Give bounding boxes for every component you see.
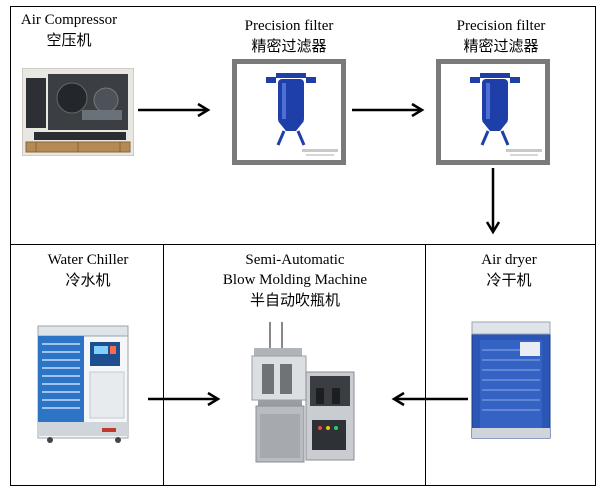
blow-molding-machine-icon xyxy=(251,322,355,463)
air-dryer-icon xyxy=(471,321,551,439)
column-divider-right xyxy=(425,244,426,486)
arrow-chiller-to-machine xyxy=(148,391,221,407)
air-dryer-label: Air dryer 冷干机 xyxy=(481,252,537,289)
arrow-filter-to-dryer xyxy=(485,168,501,235)
arrow-filter-to-filter xyxy=(352,102,425,118)
arrow-compressor-to-filter xyxy=(138,102,211,118)
filter-housing-icon xyxy=(232,59,346,165)
arrow-dryer-to-machine xyxy=(391,391,468,407)
column-divider-left xyxy=(163,244,164,486)
diagram-frame xyxy=(10,6,596,486)
air-compressor-icon xyxy=(22,68,134,156)
water-chiller-icon xyxy=(37,325,129,443)
air-compressor-label: Air Compressor 空压机 xyxy=(20,12,118,49)
row-divider xyxy=(10,244,596,245)
water-chiller-label: Water Chiller 冷水机 xyxy=(47,252,129,289)
precision-filter-2-label: Precision filter 精密过滤器 xyxy=(456,18,546,55)
filter-housing-icon xyxy=(436,59,550,165)
precision-filter-1-label: Precision filter 精密过滤器 xyxy=(244,18,334,55)
blow-molding-label: Semi-Automatic Blow Molding Machine 半自动吹… xyxy=(222,252,368,309)
